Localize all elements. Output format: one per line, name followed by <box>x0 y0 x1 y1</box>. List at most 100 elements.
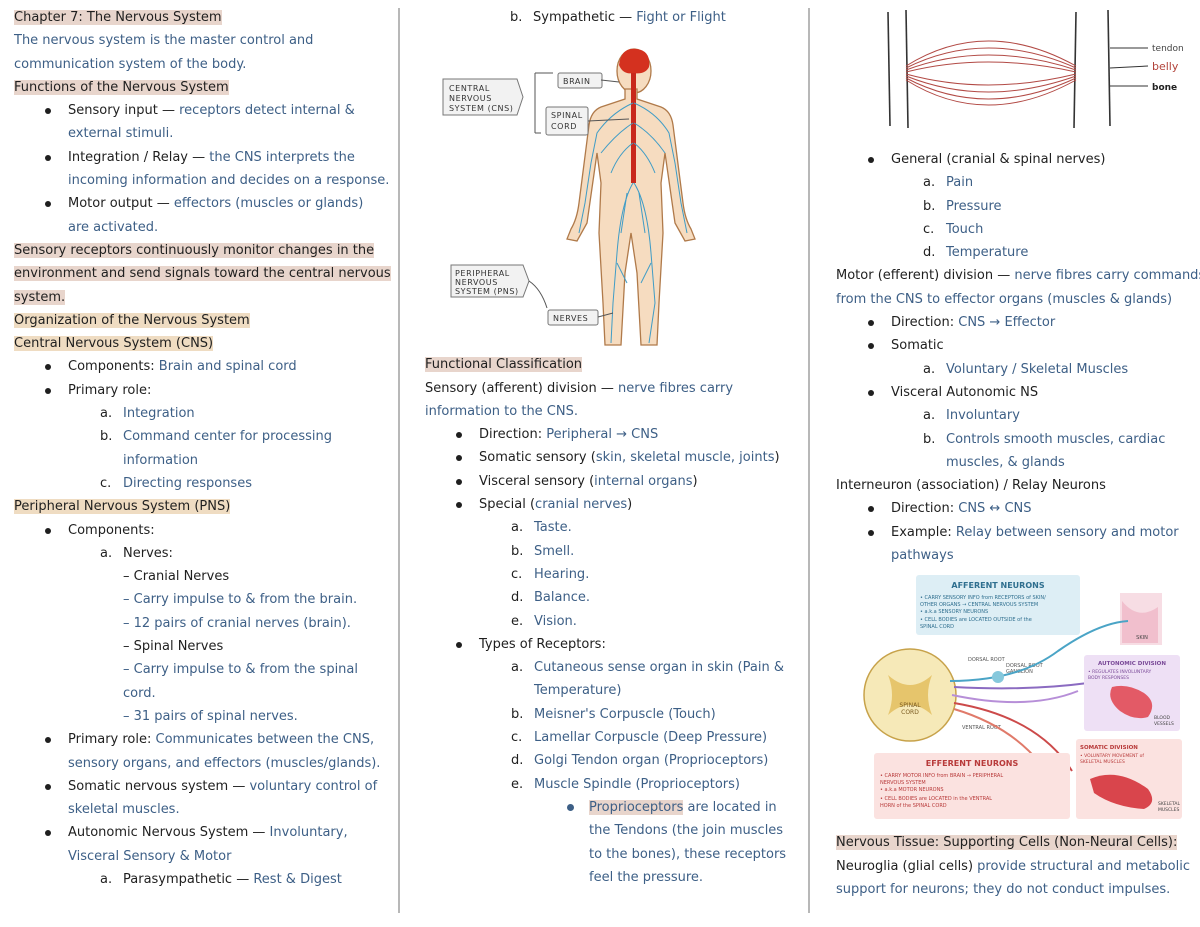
cns-label-text: SYSTEM (CNS) <box>449 104 514 113</box>
autonomic-title: AUTONOMIC DIVISION <box>1098 661 1166 667</box>
motor-division: Motor (efferent) division — nerve fibres… <box>836 268 1200 284</box>
dorsal-ganglion-label: DORSAL ROOT <box>1006 663 1044 669</box>
sub-item: c.Directing responses <box>100 475 252 491</box>
list-item: Sensory input — receptors detect interna… <box>45 99 394 122</box>
list-item: Special (cranial nerves) <box>456 493 803 516</box>
sub-item: d.Balance. <box>511 590 590 606</box>
tendon-label: tendon <box>1152 44 1184 54</box>
intro-line: The nervous system is the master control… <box>14 33 314 49</box>
list-item-cont: sensory organs, and effectors (muscles/g… <box>68 755 381 771</box>
cns-list: Components: Brain and spinal cord Primar… <box>14 355 394 495</box>
sub-item: d.Temperature <box>923 245 1029 261</box>
cns-label-text: CENTRAL <box>449 84 490 93</box>
pns-label-text: NERVOUS <box>455 278 498 287</box>
sub-item: c.Lamellar Corpuscle (Deep Pressure) <box>511 730 768 746</box>
sub-item: c.Hearing. <box>511 566 590 582</box>
brain-label-text: BRAIN <box>563 77 591 86</box>
pns-label-box <box>450 264 530 298</box>
list-item-cont: are activated. <box>68 219 159 235</box>
autonomic-line: • REGULATES INVOLUNTARY <box>1088 669 1152 675</box>
pns-label-text: PERIPHERAL <box>455 269 510 278</box>
column-3: tendon belly bone General (cranial & spi… <box>836 6 1200 901</box>
proprioceptor-note-cont: feel the pressure. <box>589 869 704 885</box>
spinal-label: – Spinal Nerves <box>123 639 224 655</box>
cranial-label: – Cranial Nerves <box>123 569 230 585</box>
tissue-heading: Nervous Tissue: Supporting Cells (Non-Ne… <box>836 835 1178 851</box>
interneuron-list: Direction: CNS ↔ CNS Example: Relay betw… <box>836 497 1196 567</box>
sensory-division: Sensory (afferent) division — nerve fibr… <box>425 380 734 396</box>
somatic-line: SKELETAL MUSCLES <box>1080 759 1125 765</box>
proprioceptor-note: Proprioceptors are located in <box>567 796 803 819</box>
intro-line: communication system of the body. <box>14 56 247 72</box>
afferent-line: • a.k.a SENSORY NEURONS <box>920 609 988 615</box>
list-item: Example: Relay between sensory and motor <box>868 521 1196 544</box>
list-item-cont: incoming information and decides on a re… <box>68 173 390 189</box>
list-item: General (cranial & spinal nerves) <box>868 148 1196 171</box>
list-item: Visceral sensory (internal organs) <box>456 470 803 493</box>
list-item: Direction: CNS ↔ CNS <box>868 497 1196 520</box>
efferent-line: • CARRY MOTOR INFO from BRAIN → PERIPHER… <box>880 773 1003 779</box>
sub-item: e.Vision. <box>511 613 577 629</box>
skeletal-label: SKELETAL <box>1158 801 1180 807</box>
ventral-root-label: VENTRAL ROOT <box>962 725 1002 731</box>
list-item: Somatic <box>868 334 1196 357</box>
sub-item: b.Meisner's Corpuscle (Touch) <box>511 706 716 722</box>
chapter-title: Chapter 7: The Nervous System <box>14 10 222 25</box>
cns-heading: Central Nervous System (CNS) <box>14 336 214 352</box>
afferent-line: SPINAL CORD <box>920 624 954 630</box>
motor-division-cont: from the CNS to effector organs (muscles… <box>836 291 1173 307</box>
sub-item: b.Controls smooth muscles, cardiac <box>923 431 1166 447</box>
efferent-title: EFFERENT NEURONS <box>926 759 1019 768</box>
spinal-cord-label: CORD <box>901 709 919 716</box>
blood-vessels-label: VESSELS <box>1154 721 1174 727</box>
sub-item: a.Taste. <box>511 520 572 536</box>
blood-vessels-label: BLOOD <box>1154 715 1171 721</box>
neuron-pathways-diagram: AFFERENT NEURONS • CARRY SENSORY INFO fr… <box>863 575 1182 820</box>
afferent-line: OTHER ORGANS → CENTRAL NERVOUS SYSTEM <box>920 602 1038 608</box>
sub-item: a.Parasympathetic — Rest & Digest <box>100 871 342 887</box>
nerves-label-text: NERVES <box>553 314 588 323</box>
sub-item: a.Pain <box>923 175 974 191</box>
spinal-detail: – 31 pairs of spinal nerves. <box>123 708 298 724</box>
cns-label-box <box>442 78 524 116</box>
sub-item: c.Touch <box>923 221 984 237</box>
list-item-cont: Visceral Sensory & Motor <box>68 848 232 864</box>
dorsal-ganglion-label: GANGLION <box>1006 669 1033 675</box>
afferent-line: • CARRY SENSORY INFO from RECEPTORS of S… <box>920 595 1046 601</box>
pns-heading: Peripheral Nervous System (PNS) <box>14 499 231 515</box>
afferent-line: • CELL BODIES are LOCATED OUTSIDE of the <box>920 617 1032 623</box>
list-item: Motor output — effectors (muscles or gla… <box>45 192 394 215</box>
somatic-title: SOMATIC DIVISION <box>1080 745 1138 751</box>
sub-item: d.Golgi Tendon organ (Proprioceptors) <box>511 753 769 769</box>
neuroglia-text-cont: support for neurons; they do not conduct… <box>836 881 1171 897</box>
proprioceptor-note-cont: to the bones), these receptors <box>589 846 787 862</box>
spinal-cord-shape <box>631 73 636 184</box>
spinal-detail: – Carry impulse to & from the spinal <box>123 662 359 678</box>
sub-item: a.Integration <box>100 406 195 422</box>
skeletal-label: MUSCLES <box>1158 807 1180 813</box>
receptors-note: environment and send signals toward the … <box>14 266 391 282</box>
afferent-title: AFFERENT NEURONS <box>951 581 1044 590</box>
receptors-note: system. <box>14 289 66 305</box>
list-item-cont: external stimuli. <box>68 126 174 142</box>
list-item: Components: Brain and spinal cord <box>45 355 394 378</box>
column-divider <box>398 8 400 913</box>
sub-item-cont: muscles, & glands <box>946 454 1065 470</box>
efferent-line: • CELL BODIES are LOCATED in the VENTRAL <box>880 796 992 802</box>
afferent-panel <box>916 575 1080 636</box>
sub-item: a.Involuntary <box>923 408 1020 424</box>
cns-label-text: NERVOUS <box>449 94 492 103</box>
general-list: General (cranial & spinal nerves) a.Pain… <box>836 148 1196 264</box>
proprioceptor-note-cont: the Tendons (the join muscles <box>589 823 784 839</box>
sub-item-cont: Temperature) <box>534 683 622 699</box>
functions-heading: Functions of the Nervous System <box>14 79 229 95</box>
motor-list: Direction: CNS → Effector Somatic a.Volu… <box>836 311 1196 474</box>
sympathetic-item: b.Sympathetic — Fight or Flight <box>510 10 726 25</box>
sub-item: b.Smell. <box>511 543 575 559</box>
column-divider <box>808 8 810 913</box>
sensory-division-cont: information to the CNS. <box>425 403 578 419</box>
cranial-detail: – 12 pairs of cranial nerves (brain). <box>123 615 351 631</box>
sub-item: b.Pressure <box>923 198 1002 214</box>
list-item-cont: pathways <box>891 548 954 564</box>
